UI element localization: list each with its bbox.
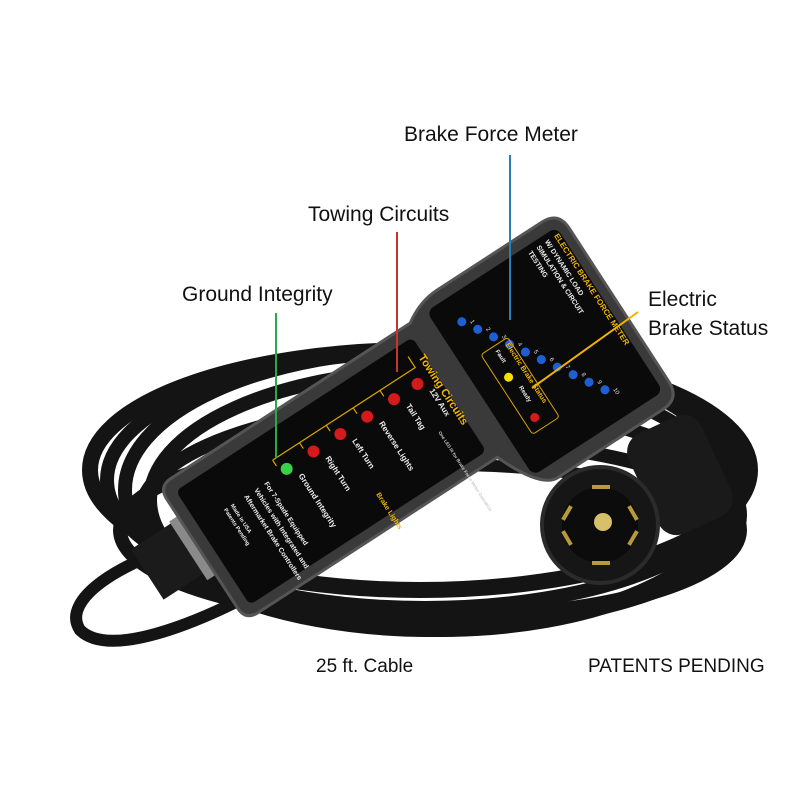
meter-led [584,377,594,387]
brake-force-meter-callout: Brake Force Meter [404,123,578,146]
left-turn-led [334,428,347,441]
meter-number: 10 [611,387,620,396]
tail-tag-led [388,393,401,406]
electric-brake-status-leader [531,311,639,389]
meter-number: 3 [500,334,507,341]
meter-led [489,332,499,342]
meter-led [505,339,515,349]
meter-led [457,317,467,327]
aux-12v-led [411,377,424,390]
ground-integrity-callout: Ground Integrity [182,283,333,306]
electric-brake-status-callout-line1: Electric [648,288,717,311]
right-turn-led [307,445,320,458]
meter-panel [429,230,661,473]
meter-led [520,347,530,357]
meter-led [536,355,546,365]
ready-led [530,413,540,423]
seven-way-plug [540,414,733,585]
reverse-lights-led [361,410,374,423]
meter-number: 8 [579,372,586,379]
towing-circuits-callout: Towing Circuits [308,203,449,226]
patents-pending-caption: PATENTS PENDING [588,656,765,677]
tester-device: Towing Circuits Ground Integrity Right T… [162,216,675,618]
meter-led [600,385,610,395]
electric-brake-status-callout-line2: Brake Status [648,317,768,340]
fault-led [504,372,514,382]
ground-integrity-led [280,462,293,475]
towing-panel [178,339,485,603]
meter-number: 1 [468,319,475,326]
meter-number: 2 [484,327,491,334]
meter-number: 5 [532,349,539,356]
cable-length-caption: 25 ft. Cable [316,656,413,677]
brake-status-box [481,337,559,434]
meter-led [473,324,483,334]
meter-number: 7 [564,364,571,371]
meter-led [568,370,578,380]
meter-number: 6 [548,357,555,364]
meter-number: 9 [595,380,602,387]
meter-number: 4 [516,342,523,349]
